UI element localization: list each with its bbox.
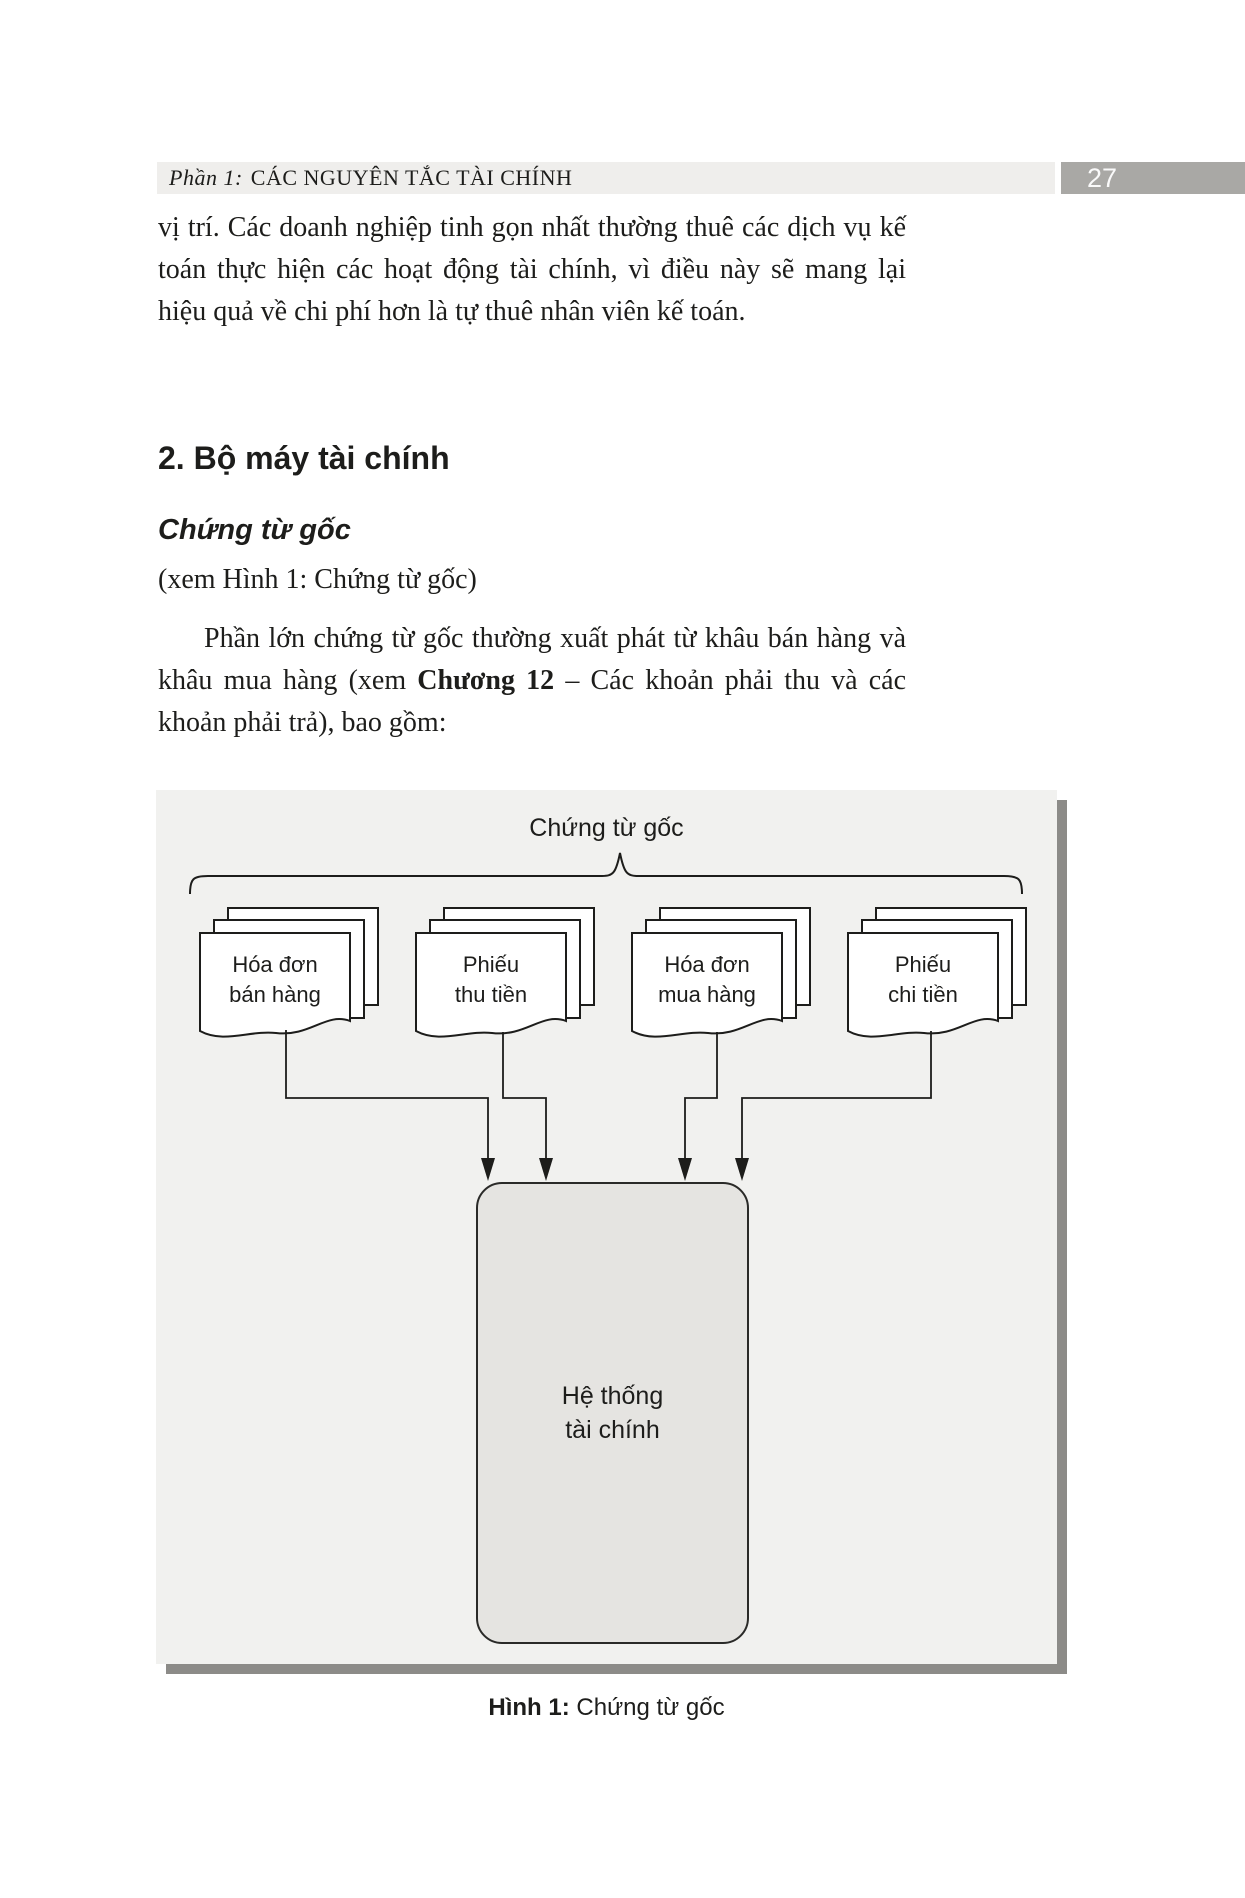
paragraph-2-after: – Các khoản phải thu và các khoản phải t… [158, 665, 907, 738]
finance-system-box: Hệ thống tài chính [476, 1182, 749, 1644]
paragraph-2-before: Phần lớn chứng từ gốc thường xuất phát t… [158, 623, 906, 696]
document-label-line: chi tiền [888, 982, 958, 1007]
paragraph-2: Phần lớn chứng từ gốc thường xuất phát t… [158, 618, 906, 744]
figure-caption-number: Hình 1: [488, 1694, 570, 1721]
connector-line-4 [741, 1031, 932, 1160]
diagram-title: Chứng từ gốc [529, 814, 684, 842]
diagram-graphics [189, 852, 1027, 1181]
document-front-sheet [415, 932, 567, 1038]
page-number: 27 [1087, 163, 1118, 193]
document-stack-3 [631, 907, 811, 1038]
connector-line-1 [285, 1030, 489, 1160]
arrowhead-2 [539, 1158, 553, 1181]
finance-system-label-line: Hệ thống [561, 1382, 664, 1410]
document-label-1: Hóa đơn bán hàng [200, 950, 350, 1010]
connector-line-2 [502, 1032, 547, 1160]
document-stack-1 [199, 907, 379, 1038]
figure-reference: (xem Hình 1: Chứng từ gốc) [158, 564, 477, 595]
document-label-line: Phiếu [462, 952, 520, 977]
running-header: Phần 1: CÁC NGUYÊN TẮC TÀI CHÍNH [157, 162, 1055, 194]
page-number-badge: 27 [1061, 162, 1245, 194]
document-label-line: mua hàng [658, 982, 756, 1007]
figure-1-panel: Chứng từ gốc [156, 790, 1057, 1664]
brace [189, 852, 1023, 895]
document-label-line: Hóa đơn [664, 952, 750, 977]
paragraph-2-chapter-ref: Chương 12 [417, 665, 555, 696]
figure-caption-text: Chứng từ gốc [569, 1694, 725, 1721]
document-stack-4 [847, 907, 1027, 1038]
document-label-line: Hóa đơn [232, 952, 318, 977]
header-title: CÁC NGUYÊN TẮC TÀI CHÍNH [250, 165, 573, 190]
header-part-label: Phần 1: [169, 165, 243, 190]
finance-system-label-line: tài chính [565, 1416, 660, 1444]
document-front-sheet [631, 932, 783, 1038]
document-front-sheet [199, 932, 351, 1038]
figure-caption: Hình 1: Chứng từ gốc [156, 1694, 1057, 1722]
arrowhead-4 [735, 1158, 749, 1181]
section-heading: 2. Bộ máy tài chính [158, 440, 450, 476]
connector-line-3 [684, 1032, 718, 1160]
document-stack-2 [415, 907, 595, 1038]
document-label-2: Phiếu thu tiền [416, 950, 566, 1010]
document-label-line: Phiếu [894, 952, 952, 977]
document-label-4: Phiếu chi tiền [848, 950, 998, 1010]
subsection-heading: Chứng từ gốc [158, 514, 351, 546]
document-label-line: thu tiền [454, 982, 528, 1007]
arrowhead-3 [678, 1158, 692, 1181]
document-label-3: Hóa đơn mua hàng [632, 950, 782, 1010]
document-label-line: bán hàng [229, 982, 321, 1007]
arrowhead-1 [481, 1158, 495, 1181]
paragraph-1: vị trí. Các doanh nghiệp tinh gọn nhất t… [158, 212, 906, 327]
document-front-sheet [847, 932, 999, 1038]
